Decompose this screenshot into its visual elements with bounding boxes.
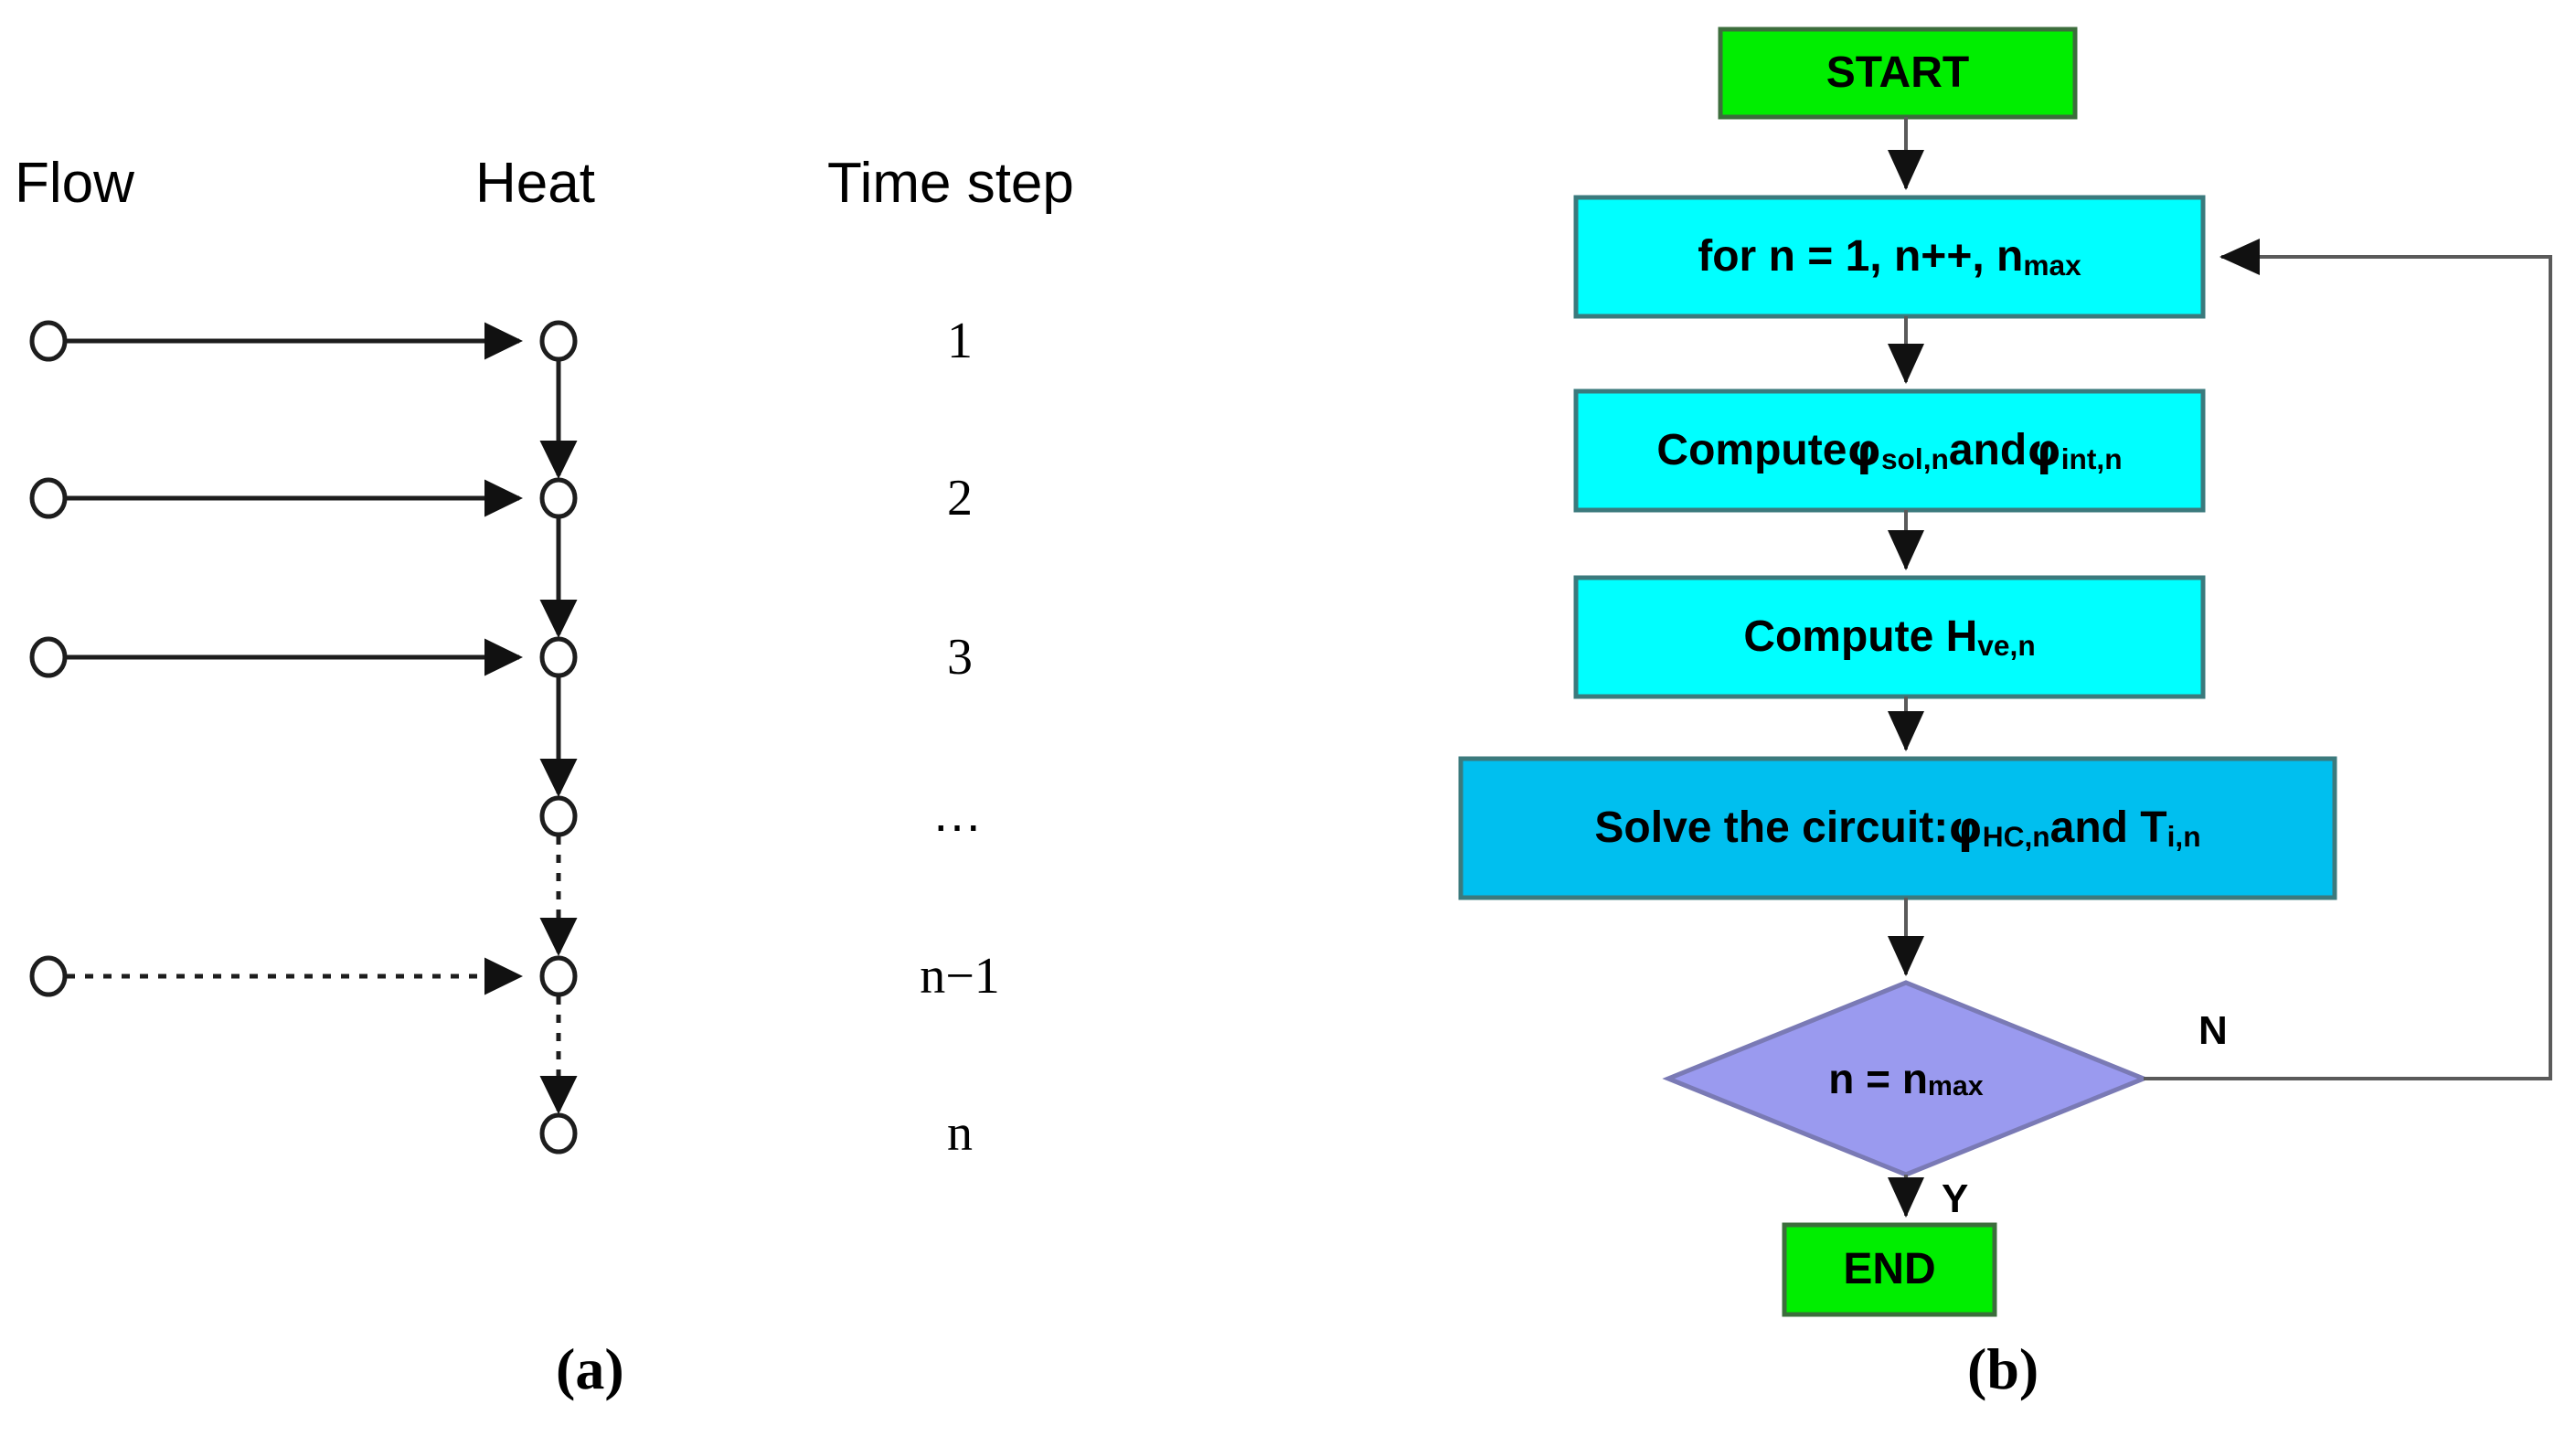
time-step-label-3: 3	[947, 629, 973, 686]
start-box	[1718, 27, 2078, 120]
edge-feedback-loop	[2144, 239, 2552, 1080]
flow-node-n-1	[29, 955, 68, 997]
flow-node-2	[29, 477, 68, 519]
column-heading-time-step: Time step	[827, 152, 1074, 215]
heat-node-3	[539, 636, 578, 678]
flow-node-1	[29, 320, 68, 362]
time-step-label-1: 1	[947, 313, 973, 369]
branch-label-no: N	[2198, 1008, 2228, 1053]
column-heading-flow: Flow	[15, 152, 134, 215]
column-heading-heat: Heat	[475, 152, 595, 215]
for-loop-box	[1573, 195, 2206, 319]
time-step-label-2: 2	[947, 470, 973, 527]
panel-a-flow-nodes	[29, 320, 68, 997]
flow-node-3	[29, 636, 68, 678]
figure-caption-a: (a)	[556, 1336, 624, 1401]
heat-node-2	[539, 477, 578, 519]
solve-circuit-box	[1458, 756, 2337, 900]
branch-label-yes: Y	[1942, 1176, 1969, 1221]
compute-phi-box	[1573, 388, 2206, 513]
compute-hve-box	[1573, 575, 2206, 699]
end-box	[1782, 1222, 1997, 1317]
decision-diamond	[1662, 980, 2150, 1177]
time-step-label-ellipsis: …	[931, 784, 988, 842]
flowchart-shapes	[1458, 27, 2337, 1317]
figure-caption-b: (b)	[1967, 1336, 2039, 1401]
heat-node-1	[539, 320, 578, 362]
heat-node-n-1	[539, 955, 578, 997]
time-step-label-n: n	[947, 1105, 973, 1162]
time-step-label-n-minus-1: n−1	[920, 948, 1000, 1005]
panel-a-flow-arrows	[67, 322, 524, 995]
heat-node-n	[539, 1112, 578, 1154]
flowchart-edges	[1888, 117, 2552, 1218]
panel-a-heat-nodes	[539, 320, 578, 1154]
heat-node-dots	[539, 795, 578, 837]
